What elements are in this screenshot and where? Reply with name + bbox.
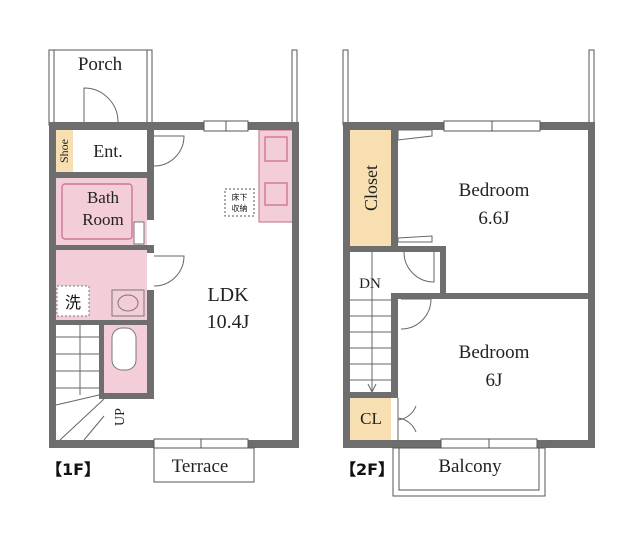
kitchen-sink (264, 136, 288, 162)
doors-1f (83, 87, 185, 287)
post-left-2f (342, 49, 349, 126)
closet-doors (397, 129, 433, 243)
porch-post-right (146, 49, 153, 126)
wash-basin-bowl (117, 294, 139, 312)
terrace-label: Terrace (172, 456, 229, 477)
post-right-2f (588, 49, 595, 126)
bath-label-line1: Bath (87, 188, 120, 207)
kitchen-counter (258, 129, 295, 223)
bathtub (61, 183, 133, 240)
bath-label-line2: Room (82, 210, 124, 229)
stairs-down-label: DN (359, 276, 381, 292)
wash-basin (111, 289, 145, 317)
underfloor-label-line2: 収納 (232, 203, 248, 213)
closet-area (350, 130, 391, 248)
bedroom2-size-label: 6J (486, 370, 503, 391)
small-closet-label: CL (360, 409, 382, 428)
bedroom1-label: Bedroom (459, 180, 530, 201)
porch-label: Porch (78, 54, 123, 75)
doors-2f (397, 251, 435, 440)
bedroom1-size-label: 6.6J (478, 208, 509, 229)
shoe-storage (56, 130, 73, 172)
underfloor-storage-box (224, 188, 255, 217)
balcony-inner (398, 447, 540, 491)
kitchen-stove (264, 182, 288, 206)
ldk-label: LDK (207, 284, 249, 306)
stairs-2f (350, 252, 391, 394)
stairs-1f (55, 325, 105, 441)
closet-label: Closet (361, 165, 381, 211)
underfloor-label-line1: 床下 (232, 192, 248, 202)
floor-2 (342, 49, 595, 497)
floor1-tag: 【1F】 (46, 460, 100, 479)
bedroom2-label: Bedroom (459, 342, 530, 363)
toilet (111, 327, 137, 371)
entrance-label: Ent. (93, 141, 123, 161)
ldk-size-label: 10.4J (207, 311, 250, 333)
bath-fixture (133, 221, 145, 245)
balcony-label: Balcony (438, 456, 502, 477)
small-closet-area (350, 397, 391, 441)
shoe-label: Shoe (57, 139, 71, 163)
floor2-tag: 【2F】 (340, 460, 394, 479)
laundry-label: 洗 (65, 293, 81, 312)
porch-post-left (48, 49, 55, 126)
terrace-outline (153, 447, 255, 483)
floor-1 (48, 49, 299, 483)
laundry-space (56, 285, 90, 317)
post-right-1f (291, 49, 298, 126)
balcony-outline (392, 447, 546, 497)
stairs-up-label: UP (113, 408, 128, 426)
windows-2f (440, 120, 541, 450)
